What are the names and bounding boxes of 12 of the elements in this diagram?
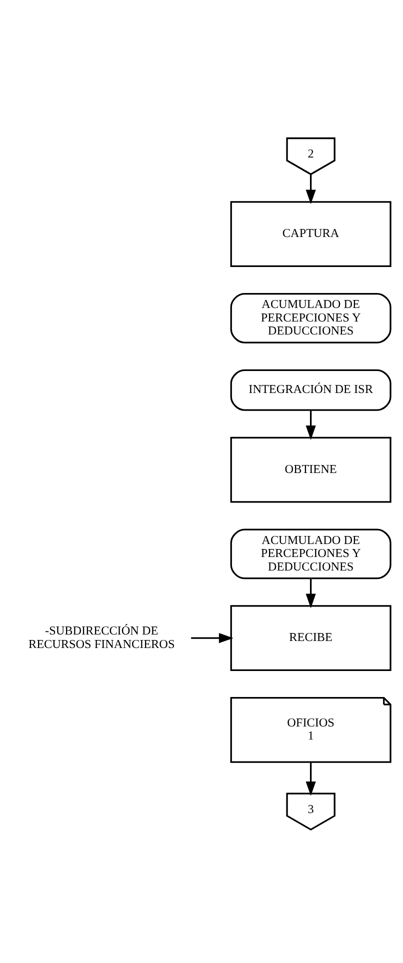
node-box: ACUMULADO DE PERCEPCIONES Y DEDUCCIONES [230, 528, 392, 579]
arrow [306, 174, 316, 204]
arrow [306, 578, 316, 608]
node-box: ACUMULADO DE PERCEPCIONES Y DEDUCCIONES [230, 292, 392, 343]
node-box: INTEGRACIÓN DE ISR [230, 368, 392, 410]
node-box: RECIBE [230, 604, 392, 670]
arrow [191, 632, 234, 643]
arrow [306, 762, 316, 796]
arrow [306, 410, 316, 440]
node-box: OBTIENE [230, 436, 392, 502]
node-box: CAPTURA [230, 200, 392, 266]
node-text: -SUBDIRECCIÓN DE RECURSOS FINANCIEROS [28, 623, 175, 650]
